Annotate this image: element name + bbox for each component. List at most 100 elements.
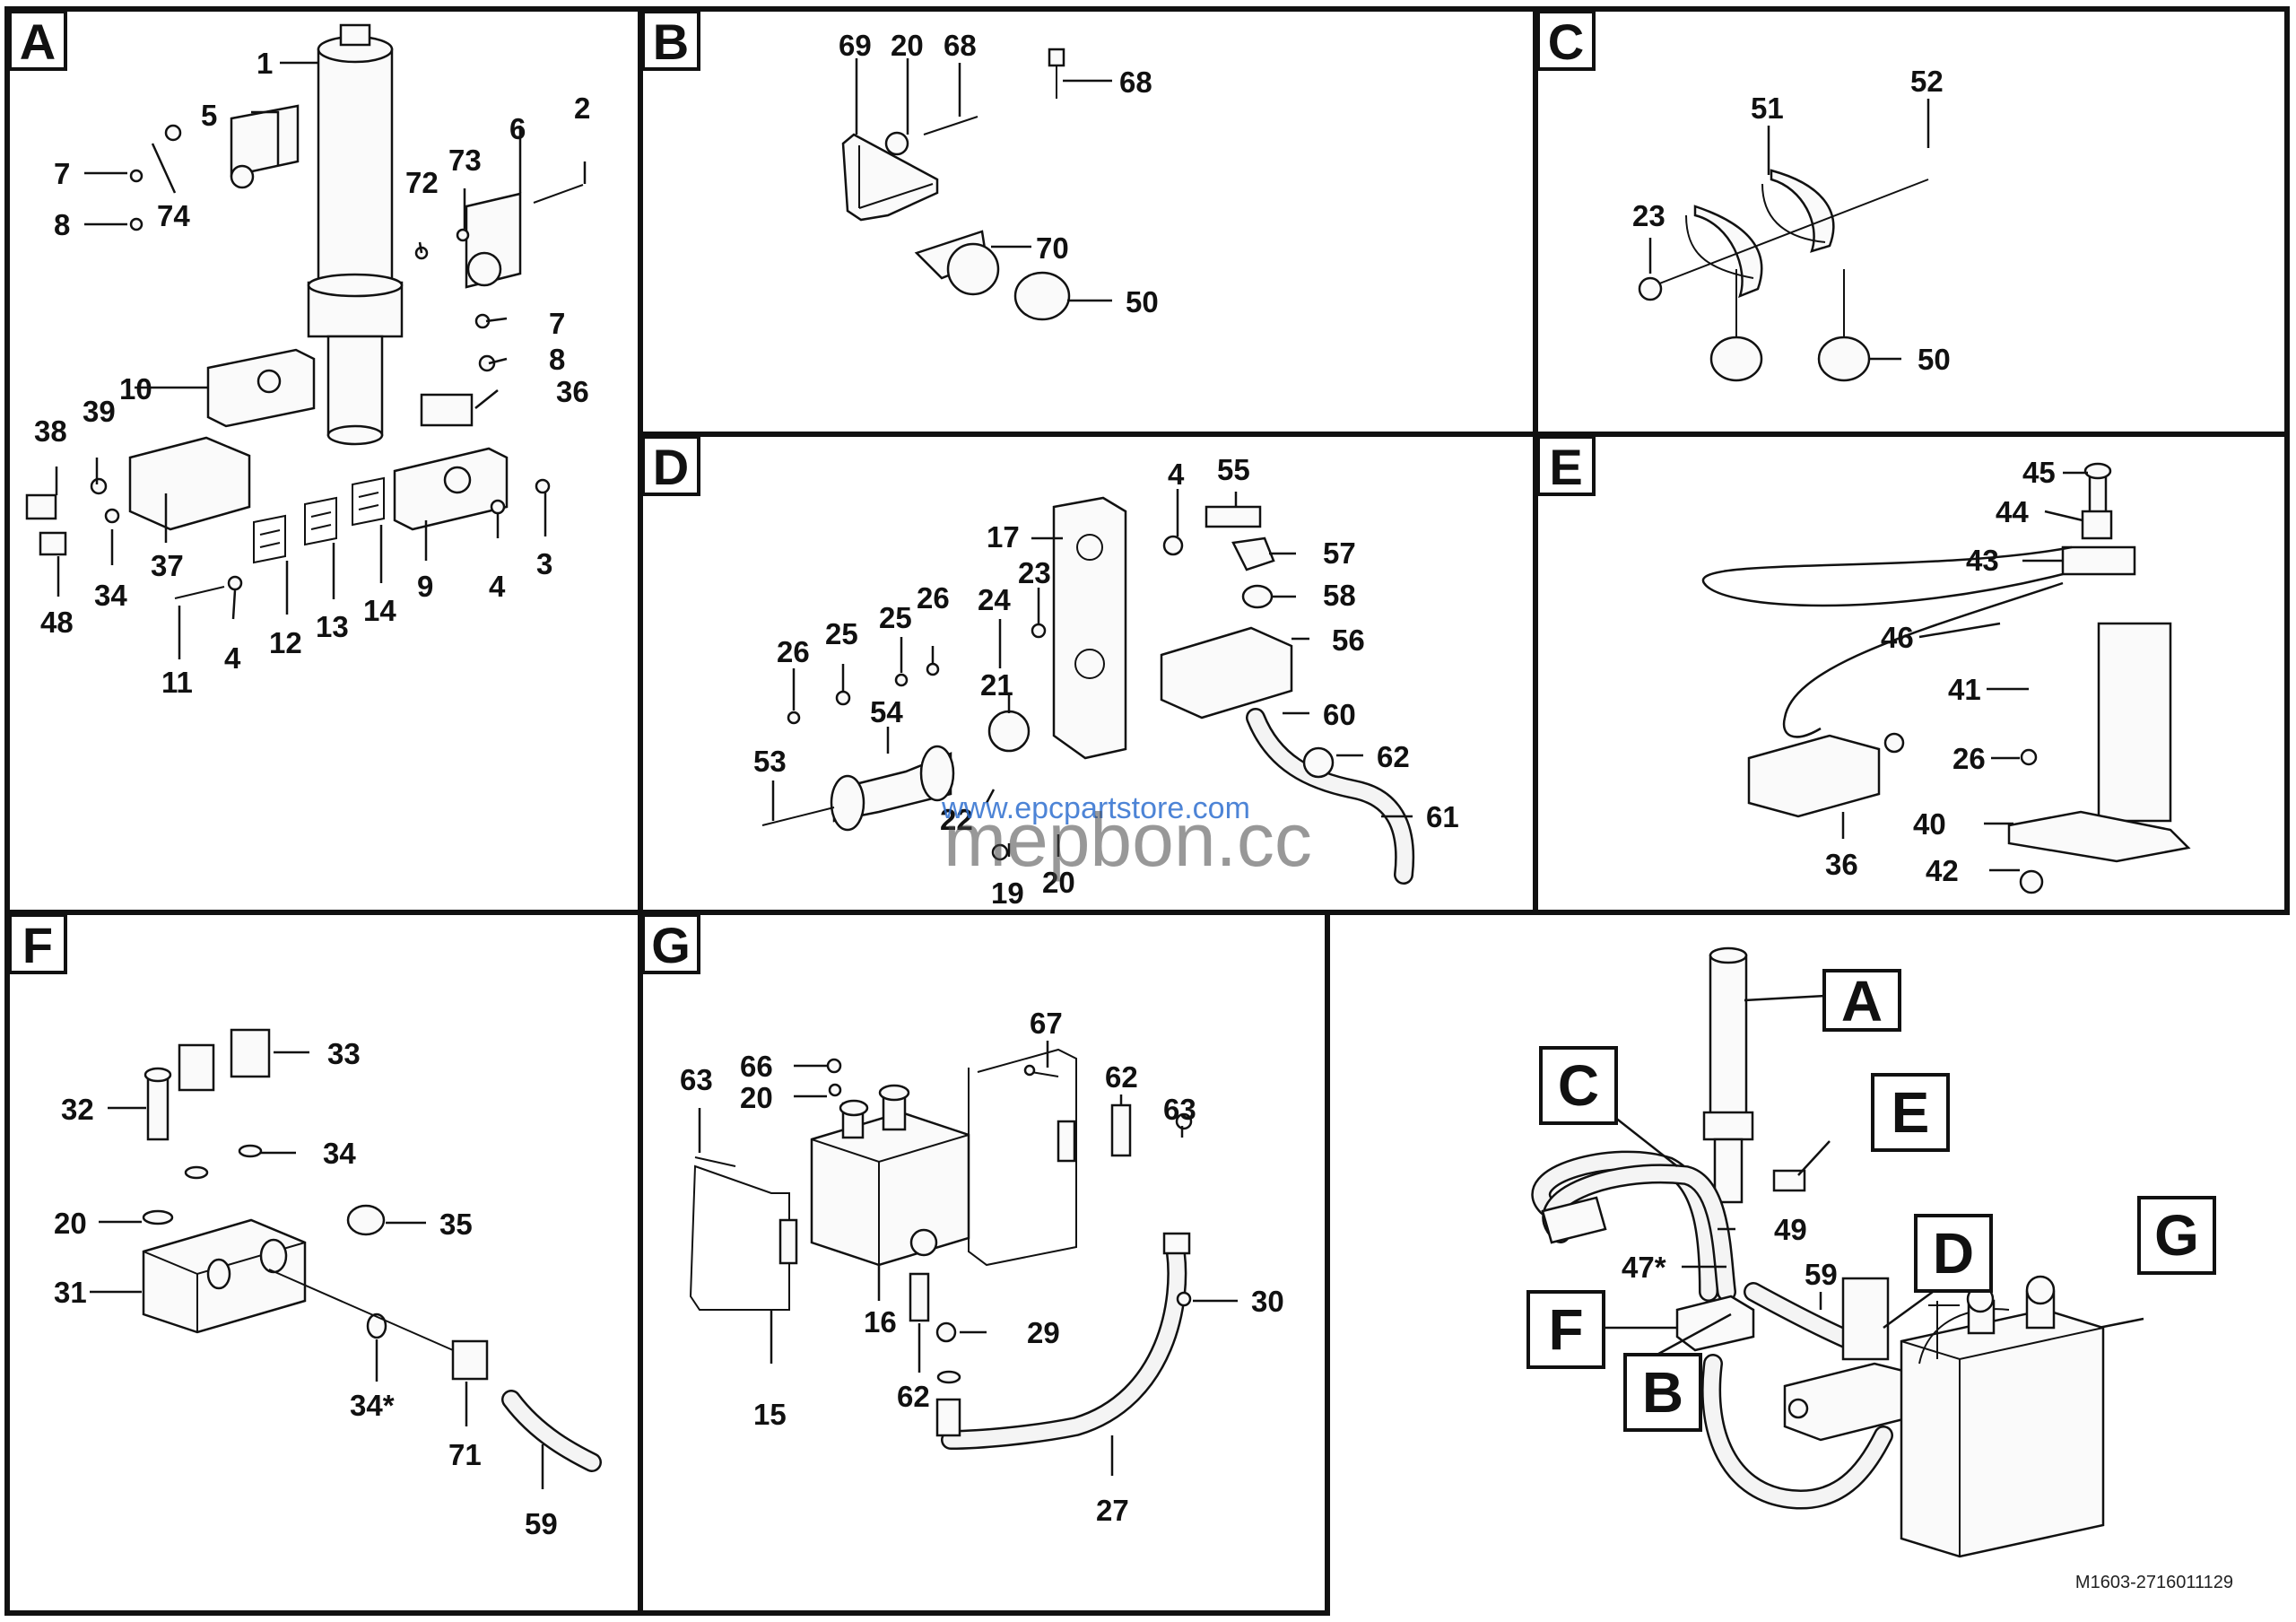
callout-5: 5: [201, 99, 217, 132]
callout-41: 41: [1948, 673, 1981, 706]
overview-tag-b: B: [1623, 1353, 1702, 1432]
overview-tags: A C E D G F B: [1526, 969, 2216, 1432]
callout-30: 30: [1251, 1285, 1284, 1318]
callout-49: 49: [1774, 1213, 1807, 1246]
panel-a-callouts: 1 2 3 4 4 5 6 7 7 8 8 9 10 11 12 13 14 3…: [34, 47, 590, 699]
panel-f-leaders: [90, 1051, 544, 1489]
panel-d-callouts: 4 55 17 57 23 58 25 26 24 56 26 25 21 60…: [753, 453, 1459, 910]
callout-38: 38: [34, 414, 67, 448]
overview-callouts: 49 47* 59: [1622, 1213, 1838, 1291]
callout-25d: 25: [879, 601, 912, 634]
callout-36e: 36: [1825, 848, 1858, 881]
callout-73: 73: [448, 144, 482, 177]
watermark: www.epcpartstore.com mepbon.cc: [941, 791, 1312, 882]
overview-leaders: [1605, 994, 2144, 1370]
callout-54: 54: [870, 695, 903, 728]
panel-g-parts: [689, 1048, 1193, 1450]
callout-3: 3: [536, 547, 552, 580]
callout-68: 68: [944, 29, 977, 62]
panel-c-parts: [1638, 169, 1929, 382]
overview-tag-a: A: [1822, 969, 1901, 1033]
panel-c-tag: C: [1536, 10, 1596, 71]
callout-26e: 26: [1952, 742, 1986, 775]
callout-51: 51: [1751, 92, 1784, 125]
panel-b-callouts: 69 20 68 68 70 50: [839, 29, 1159, 318]
callout-14: 14: [363, 594, 396, 627]
panel-e-parts: [1701, 462, 2191, 894]
overview-tag-e: E: [1871, 1073, 1950, 1152]
panel-f-parts: [142, 1028, 602, 1472]
callout-46: 46: [1881, 621, 1914, 654]
callout-50: 50: [1126, 285, 1159, 318]
callout-39: 39: [83, 395, 116, 428]
panel-d-leaders: [771, 489, 1413, 857]
svg-text:B: B: [653, 13, 689, 70]
panel-g-callouts: 67 66 20 63 62 63 30 16 29 15 62 27: [680, 1007, 1284, 1527]
panel-c-leaders: [1648, 99, 1930, 361]
callout-26: 26: [917, 581, 950, 615]
callout-40: 40: [1913, 807, 1946, 841]
callout-20: 20: [891, 29, 924, 62]
callout-37: 37: [151, 549, 184, 582]
svg-text:D: D: [653, 439, 689, 495]
panel-b-frame: [638, 6, 1538, 437]
callout-42: 42: [1926, 854, 1959, 887]
callout-59f: 59: [525, 1507, 558, 1540]
panel-a-parts: [25, 23, 584, 599]
callout-47-star: 47*: [1622, 1251, 1666, 1284]
callout-2: 2: [574, 92, 590, 125]
callout-34f: 34: [323, 1137, 356, 1170]
callout-19: 19: [991, 876, 1024, 910]
svg-text:A: A: [20, 13, 56, 70]
callout-21: 21: [980, 668, 1013, 702]
callout-62: 62: [1377, 740, 1410, 773]
callout-4b: 4: [224, 641, 241, 675]
callout-50c: 50: [1918, 343, 1951, 376]
panel-e-tag: E: [1536, 435, 1596, 496]
panel-a-tag: A: [8, 10, 67, 71]
callout-17: 17: [987, 520, 1020, 554]
callout-34: 34: [94, 579, 127, 612]
callout-13: 13: [316, 610, 349, 643]
overview-tag-g: G: [2137, 1196, 2216, 1275]
panel-e-callouts: 45 44 43 46 41 26 40 36 42: [1825, 456, 2056, 887]
callout-62g: 62: [1105, 1060, 1138, 1094]
panel-d-tag: D: [641, 435, 700, 496]
callout-12: 12: [269, 626, 302, 659]
svg-text:E: E: [1892, 1080, 1930, 1145]
callout-15: 15: [753, 1398, 787, 1431]
callout-20f: 20: [54, 1207, 87, 1240]
callout-72: 72: [405, 166, 439, 199]
callout-58: 58: [1323, 579, 1356, 612]
reference-code: M1603-2716011129: [2075, 1573, 2233, 1592]
callout-7b: 7: [549, 307, 565, 340]
callout-6: 6: [509, 112, 526, 145]
callout-61: 61: [1426, 800, 1459, 833]
svg-text:A: A: [1841, 969, 1883, 1033]
callout-29: 29: [1027, 1316, 1060, 1349]
callout-20g: 20: [740, 1081, 773, 1114]
panel-c-callouts: 51 52 23 50: [1632, 65, 1951, 376]
panel-d-parts: [761, 496, 1415, 885]
callout-33: 33: [327, 1037, 361, 1070]
svg-text:D: D: [1933, 1221, 1974, 1286]
callout-23: 23: [1632, 199, 1665, 232]
callout-10: 10: [119, 372, 152, 406]
callout-63g: 63: [1163, 1093, 1196, 1126]
callout-44: 44: [1996, 495, 2029, 528]
svg-text:G: G: [2154, 1203, 2199, 1268]
panel-f-tag: F: [8, 913, 67, 974]
callout-36: 36: [556, 375, 589, 408]
overview-assembly: [1531, 946, 2105, 1558]
callout-48: 48: [40, 606, 74, 639]
panel-e-frame: [1533, 432, 2290, 915]
callout-27: 27: [1096, 1494, 1129, 1527]
overview-tag-f: F: [1526, 1290, 1605, 1369]
callout-68b: 68: [1119, 65, 1152, 99]
svg-text:F: F: [1548, 1297, 1583, 1362]
callout-24: 24: [978, 583, 1011, 616]
callout-59o: 59: [1805, 1258, 1838, 1291]
callout-52: 52: [1910, 65, 1944, 98]
callout-1: 1: [257, 47, 273, 80]
